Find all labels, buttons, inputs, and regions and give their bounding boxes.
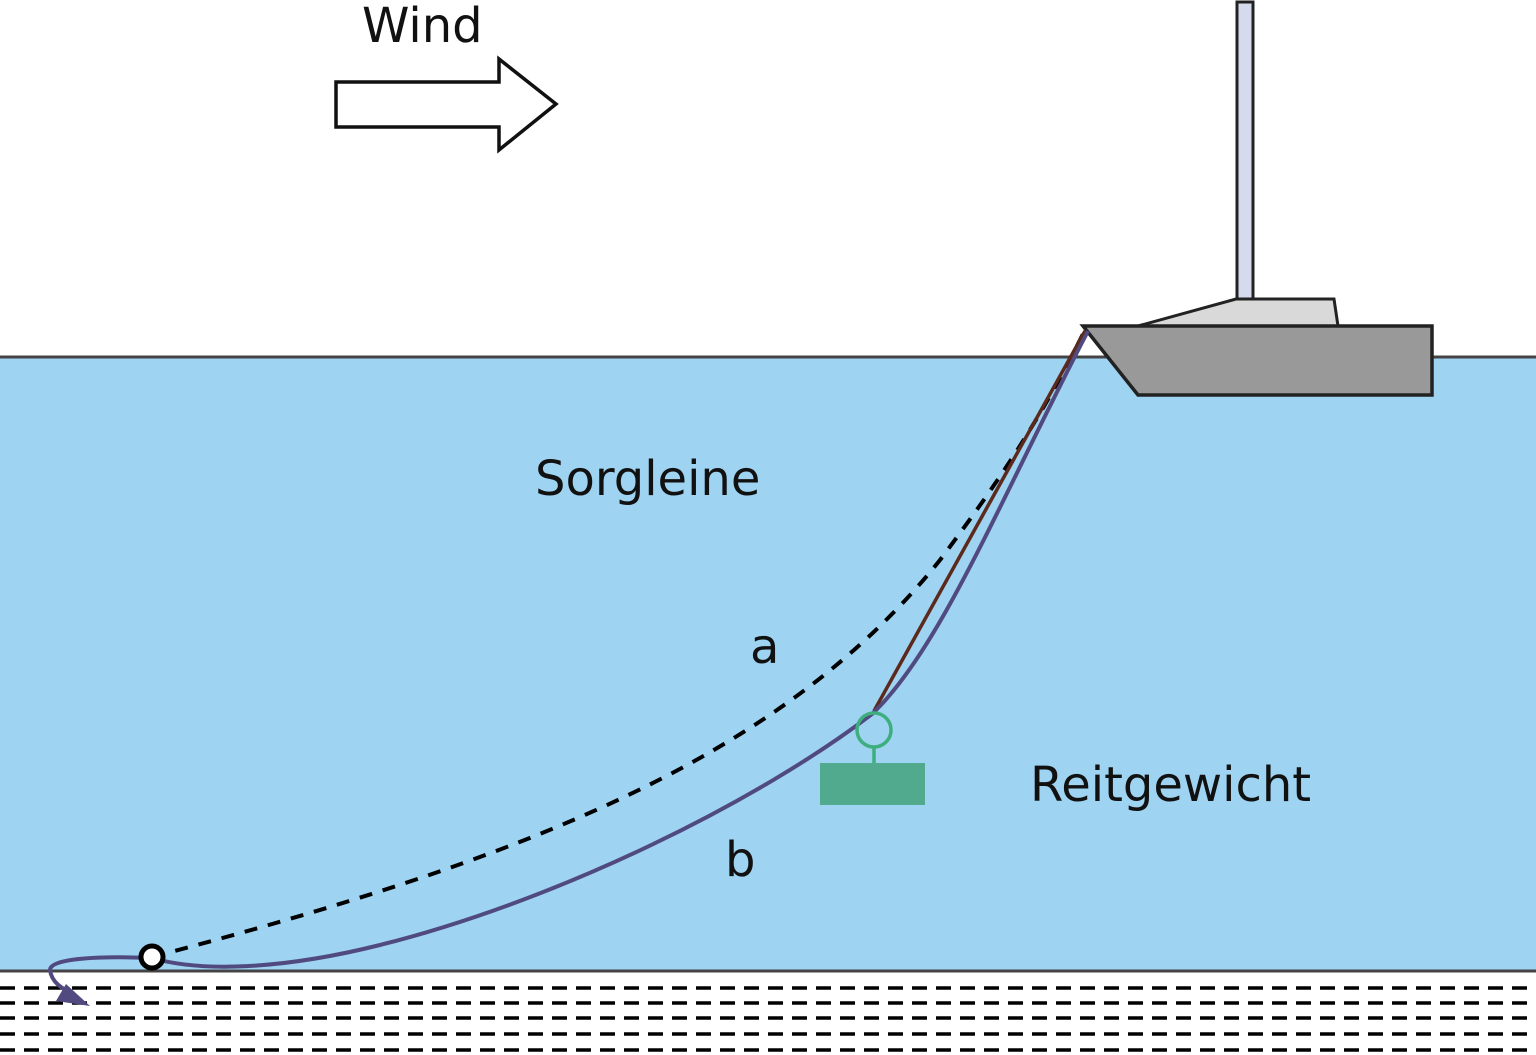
wind-arrow-icon	[334, 55, 559, 154]
sorgleine-label: Sorgleine	[535, 451, 760, 507]
reitgewicht-label: Reitgewicht	[1030, 757, 1311, 813]
mast	[1235, 0, 1255, 302]
label-a: a	[750, 619, 779, 675]
weight-icon	[820, 711, 925, 805]
wind-label: Wind	[362, 0, 483, 54]
hull	[1079, 324, 1434, 397]
anchor-arrowhead-icon	[56, 984, 90, 1006]
anchor-ring-icon	[138, 943, 166, 971]
label-b: b	[725, 832, 755, 888]
seabed	[0, 986, 1536, 1052]
rode-b-solid	[47, 330, 1090, 998]
water	[0, 357, 1536, 971]
sailboat-icon	[1079, 0, 1434, 397]
weight-block	[820, 763, 925, 805]
rode-a-dashed	[151, 329, 1087, 959]
sorgleine-line	[872, 330, 1087, 712]
